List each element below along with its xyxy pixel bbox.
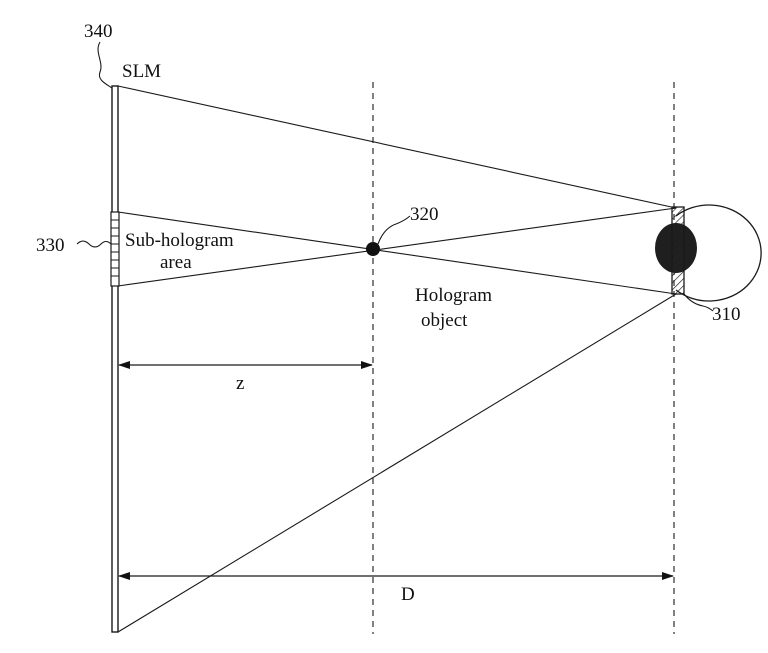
eye-icon xyxy=(655,204,762,302)
slm-label: SLM xyxy=(122,61,161,82)
bottom-outer-ray xyxy=(117,293,677,633)
sub-hologram-area-marks xyxy=(110,211,120,287)
slm-panel xyxy=(111,85,119,633)
eye-leader-line xyxy=(683,293,714,312)
ray-sub-top-to-eye-bottom xyxy=(117,211,677,295)
ref-point: 320 xyxy=(410,204,439,225)
point-leader-line xyxy=(377,215,411,245)
sub-hologram-label-line2: area xyxy=(160,252,192,273)
slm-leader-line xyxy=(97,41,113,89)
sub-hologram-label-line1: Sub-hologram xyxy=(125,230,234,251)
ray-sub-bottom-to-eye-top xyxy=(117,207,677,287)
hologram-object-point xyxy=(366,242,380,256)
hologram-object-label-line1: Hologram xyxy=(415,285,492,306)
z-dimension-label: z xyxy=(236,373,244,394)
eye-pupil-aperture xyxy=(671,206,685,295)
ref-slm: 340 xyxy=(84,21,113,42)
sub-hologram-leader-line xyxy=(76,240,112,248)
ref-eye: 310 xyxy=(712,304,741,325)
top-outer-ray xyxy=(117,85,677,209)
ref-sub-hologram: 330 xyxy=(36,235,65,256)
hologram-object-label-line2: object xyxy=(421,310,468,331)
d-dimension-label: D xyxy=(401,584,415,605)
